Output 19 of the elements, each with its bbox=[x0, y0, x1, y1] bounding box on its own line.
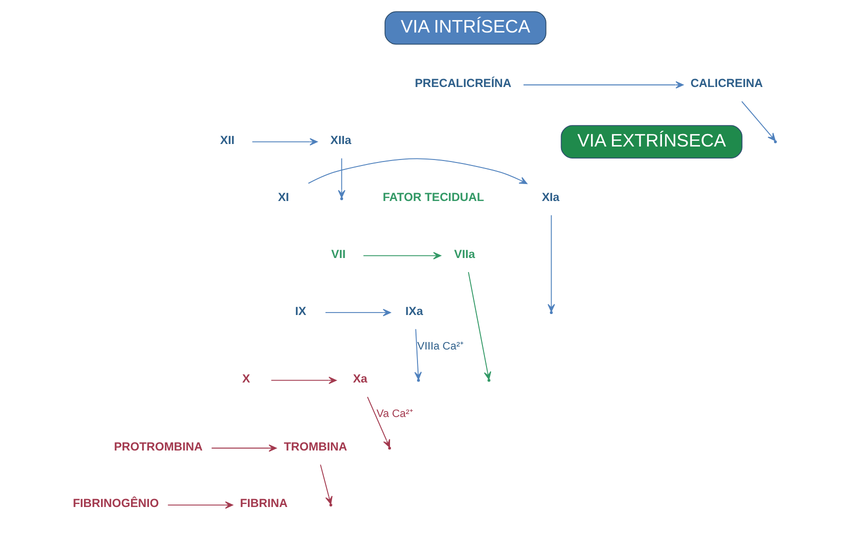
node-text: Xa bbox=[352, 372, 368, 386]
node-text: XIIa bbox=[330, 134, 352, 147]
node-text: PROTROMBINA bbox=[114, 440, 203, 454]
node-text: FIBRINOGÊNIO bbox=[72, 497, 159, 510]
node-text: PRECALICREÍNA bbox=[414, 77, 512, 90]
node-text: FIBRINA bbox=[240, 497, 288, 510]
edge-label: VIIIa Ca²⁺ bbox=[417, 340, 464, 352]
node-text: TROMBINA bbox=[284, 440, 348, 454]
edge-label: Va Ca²⁺ bbox=[376, 408, 414, 420]
node-text: IX bbox=[295, 304, 306, 318]
node-text: VIIa bbox=[454, 248, 476, 261]
node-text: X bbox=[242, 372, 250, 386]
node-text: XII bbox=[220, 134, 234, 147]
node-text: IXa bbox=[405, 304, 423, 318]
node-text: VII bbox=[331, 248, 346, 261]
node-text: CALICREINA bbox=[690, 77, 763, 90]
label: FATOR TECIDUAL bbox=[382, 190, 484, 204]
node-text: XI bbox=[278, 190, 290, 204]
node-text: XIa bbox=[542, 190, 560, 204]
